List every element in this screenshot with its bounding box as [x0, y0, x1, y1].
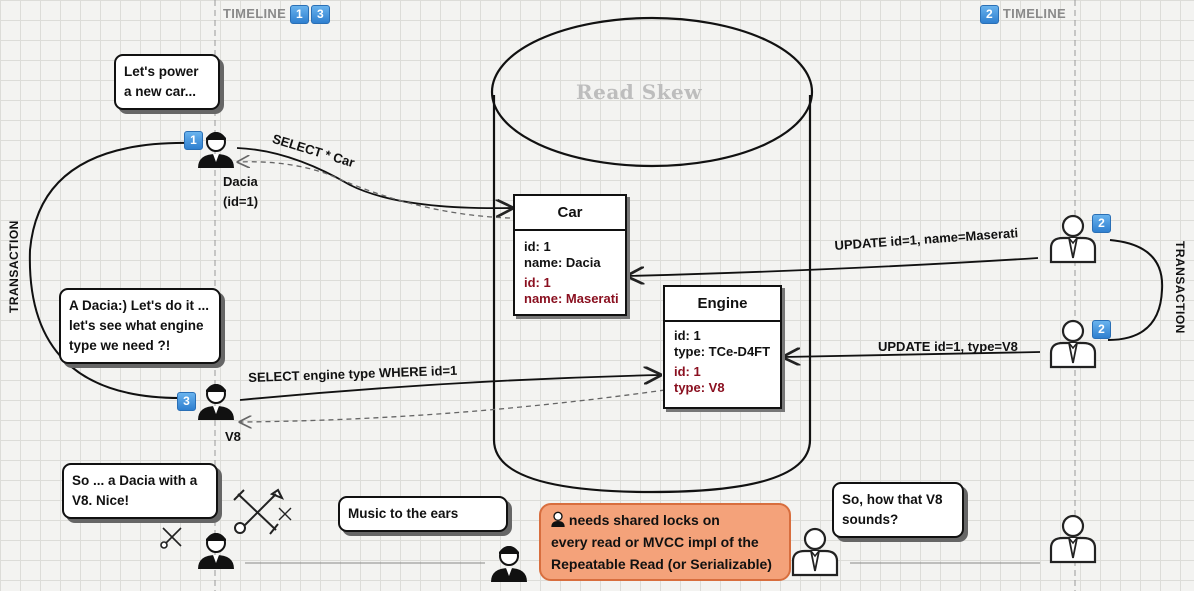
transaction-loop-right	[1107, 239, 1164, 341]
transaction-label-left: TRANSACTION	[7, 220, 21, 313]
bubble-sounds: So, how that V8 sounds?	[832, 482, 964, 538]
car-new-row-id: id: 1	[524, 275, 551, 290]
timeline-badge-3: 3	[311, 5, 330, 24]
update-engine-label: UPDATE id=1, type=V8	[878, 339, 1018, 354]
actor-badge-1: 1	[184, 131, 203, 150]
car-table-title: Car	[515, 196, 625, 231]
tools-icon-large	[233, 488, 285, 535]
engine-row-type: type: TCe-D4FT	[674, 344, 771, 359]
bubble-dacia: A Dacia:) Let's do it ... let's see what…	[59, 288, 221, 364]
actor-badge-2a: 2	[1092, 214, 1111, 233]
mechanic-icon-3	[197, 383, 235, 421]
car-new-row-name: name: Maserati	[524, 291, 619, 306]
transaction-label-right: TRANSACTION	[1173, 241, 1187, 334]
tools-icon-small-left	[160, 527, 182, 549]
bubble-music: Music to the ears	[338, 496, 508, 532]
database-cylinder	[490, 16, 814, 494]
manager-icon-2a	[1049, 214, 1097, 264]
arrow-select-engine-return	[240, 389, 666, 422]
tools-icon-small-right	[278, 507, 292, 521]
timeline-badge-1: 1	[290, 5, 309, 24]
timeline-right-label: 2 TIMELINE	[980, 5, 1066, 24]
note-box: needs shared locks on every read or MVCC…	[539, 503, 791, 581]
car-row-id: id: 1	[524, 239, 551, 254]
arrow-update-car	[628, 257, 1039, 276]
arrow-select-engine	[239, 375, 660, 401]
engine-new-row-type: type: V8	[674, 380, 725, 395]
database-title: Read Skew	[576, 80, 702, 104]
actor-badge-2b: 2	[1092, 320, 1111, 339]
engine-table-title: Engine	[665, 287, 780, 322]
mechanic-icon-bottom-middle	[490, 545, 528, 583]
engine-row-id: id: 1	[674, 328, 701, 343]
mechanic-icon-1	[197, 131, 235, 169]
transaction-loop-left	[28, 141, 193, 399]
engine-table: Engine id: 1 type: TCe-D4FT id: 1 type: …	[663, 285, 782, 409]
manager-icon-bottom-middle	[791, 527, 839, 577]
actor-badge-3: 3	[177, 392, 196, 411]
manager-icon-2b	[1049, 319, 1097, 369]
car-row-name: name: Dacia	[524, 255, 601, 270]
mechanic3-caption: V8	[225, 429, 241, 444]
arrow-select-car-return	[238, 162, 511, 219]
manager-icon-bottom-right	[1049, 514, 1097, 564]
mechanic1-caption: Dacia (id=1)	[223, 174, 259, 209]
car-table: Car id: 1 name: Dacia id: 1 name: Masera…	[513, 194, 627, 316]
arrow-update-engine	[784, 352, 1041, 357]
engine-new-row-id: id: 1	[674, 364, 701, 379]
mechanic-icon-bottom-left	[197, 532, 235, 570]
timeline-badge-2: 2	[980, 5, 999, 24]
arrow-select-car	[236, 147, 512, 208]
bubble-power-car: Let's power a new car...	[114, 54, 220, 110]
bubble-so-dacia: So ... a Dacia with a V8. Nice!	[62, 463, 218, 519]
note-mechanic-icon	[551, 511, 565, 527]
